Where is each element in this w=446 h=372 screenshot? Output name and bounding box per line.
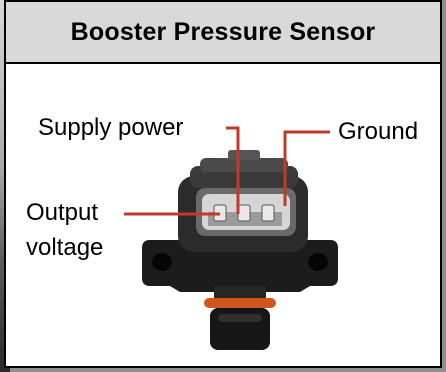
callout-lines (124, 126, 330, 216)
page-title: Booster Pressure Sensor (70, 17, 376, 46)
supply-power-label: Supply power (38, 114, 184, 141)
sensor-photo (142, 150, 338, 350)
output-voltage-label-line2: voltage (26, 234, 104, 261)
output-voltage-label-line1: Output (26, 199, 99, 226)
title-bar: Booster Pressure Sensor (6, 2, 440, 64)
supply-power-leader (226, 126, 240, 214)
ground-label: Ground (338, 118, 419, 145)
ground-leader (283, 130, 330, 206)
